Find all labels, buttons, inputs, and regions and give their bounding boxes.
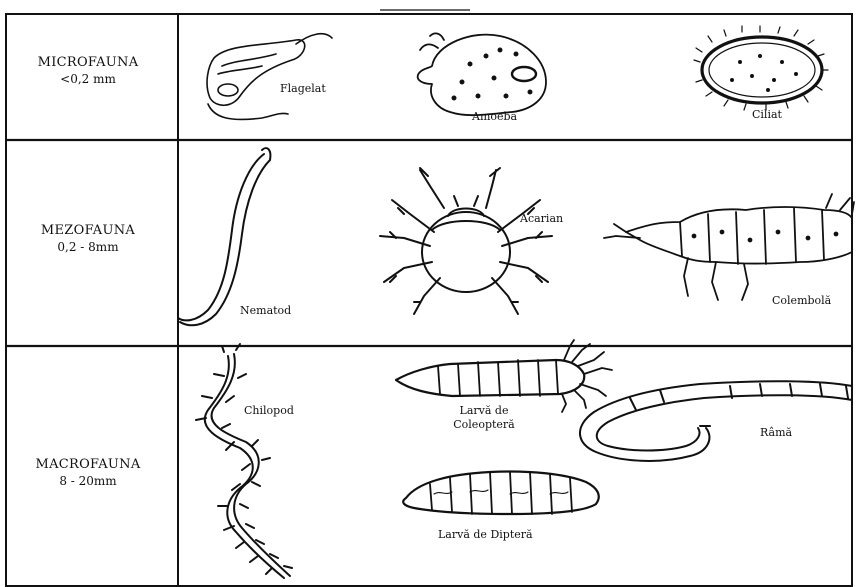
category-microfauna: MICROFAUNA <0,2 mm: [6, 54, 170, 88]
label-larva-diptera: Larvă de Dipteră: [438, 528, 533, 542]
category-macrofauna: MACROFAUNA 8 - 20mm: [6, 456, 170, 490]
larva-diptera-drawing: [403, 471, 599, 514]
category-size-range: 8 - 20mm: [6, 473, 170, 490]
label-nematod: Nematod: [240, 304, 291, 318]
category-size-range: 0,2 - 8mm: [6, 239, 170, 256]
category-mezofauna: MEZOFAUNA 0,2 - 8mm: [6, 222, 170, 256]
label-chilopod: Chilopod: [244, 404, 294, 418]
chilopod-drawing: [196, 344, 292, 578]
acarian-drawing: [380, 168, 552, 314]
nematod-drawing: [178, 148, 270, 325]
category-name: MICROFAUNA: [6, 54, 170, 71]
category-name: MACROFAUNA: [6, 456, 170, 473]
label-colembola: Colembolă: [772, 294, 831, 308]
label-ciliat: Ciliat: [752, 108, 782, 122]
amoeba-drawing: [418, 33, 546, 115]
larva-coleoptera-drawing: [396, 340, 612, 412]
flagelat-drawing: [207, 34, 332, 120]
colembola-drawing: [604, 194, 854, 300]
label-acarian: Acarian: [520, 212, 563, 226]
label-larva-coleoptera: Larvă de Coleopteră: [436, 404, 532, 432]
label-rima: Râmă: [760, 426, 792, 440]
label-amoeba: Amoeba: [472, 110, 517, 124]
label-flagelat: Flagelat: [280, 82, 326, 96]
rima-drawing: [580, 381, 852, 461]
ciliat-drawing: [694, 26, 828, 110]
category-size-range: <0,2 mm: [6, 71, 170, 88]
category-name: MEZOFAUNA: [6, 222, 170, 239]
